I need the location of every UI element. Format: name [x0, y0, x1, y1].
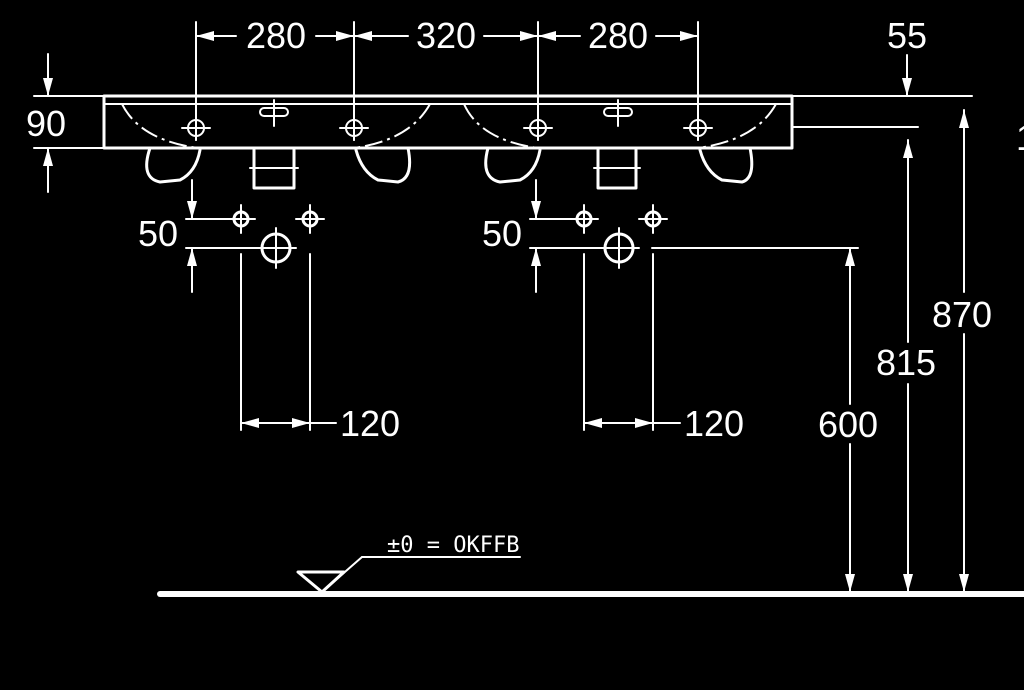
- dim-top-280-right: 280: [588, 15, 648, 56]
- dim-height-815: 815: [876, 342, 936, 383]
- dim-edge-fragment: 1: [1016, 117, 1024, 158]
- height-dimensions: 600 815 870 1: [651, 109, 1024, 593]
- left-fixing-group: 50 120: [138, 179, 400, 444]
- top-dimension-chain: 280 320 280: [195, 15, 699, 141]
- dim-left-90: 90: [26, 103, 66, 144]
- dim-height-870: 870: [932, 294, 992, 335]
- right-fixing-group: 50 120: [482, 179, 744, 444]
- dim-top-280-left: 280: [246, 15, 306, 56]
- floor-reference-label: ±0 = OKFFB: [387, 533, 519, 558]
- dim-bracket-width-right: 120: [684, 403, 744, 444]
- dim-top-55: 55: [887, 15, 927, 56]
- floor-reference-group: ±0 = OKFFB: [157, 533, 1024, 597]
- dim-bracket-offset-left: 50: [138, 213, 178, 254]
- dim-90-group: 90: [26, 53, 105, 193]
- dim-bracket-offset-right: 50: [482, 213, 522, 254]
- dim-top-320: 320: [416, 15, 476, 56]
- dim-height-600: 600: [818, 404, 878, 445]
- dim-55-group: 55: [791, 15, 973, 128]
- basin-body: [102, 94, 794, 190]
- dim-bracket-width-left: 120: [340, 403, 400, 444]
